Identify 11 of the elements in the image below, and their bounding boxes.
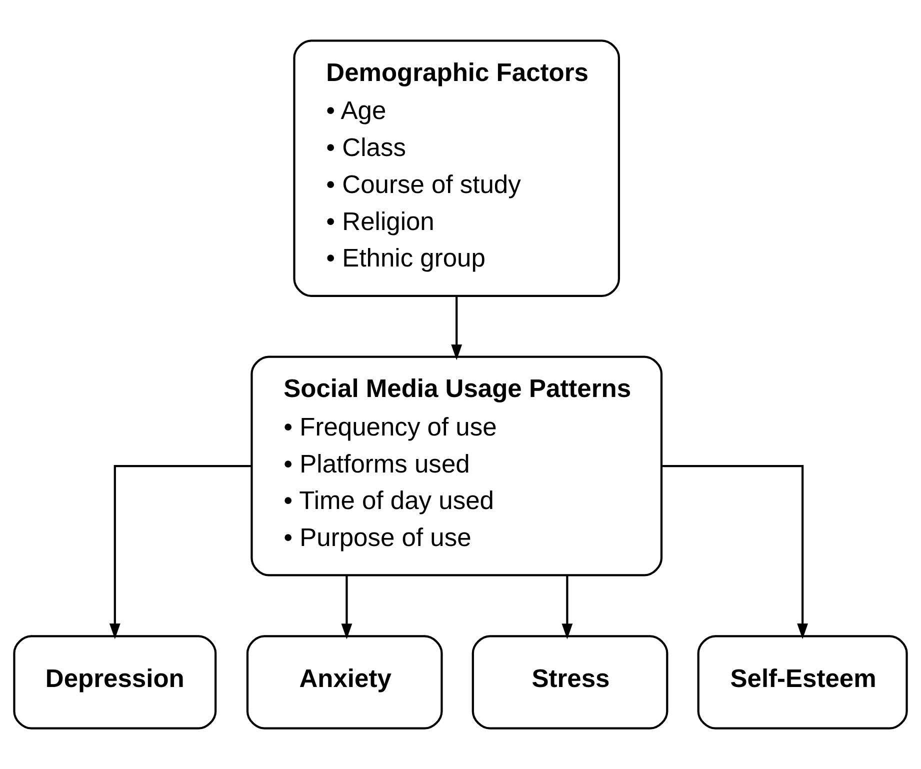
node-box: Social Media Usage Patterns • Frequency of use • Platforms used • Time of day used • Purpose of use: [250, 356, 663, 576]
arrow: [341, 575, 352, 640]
node-box: Stress: [472, 635, 668, 730]
node-box: Depression: [13, 635, 217, 730]
node-box: Anxiety: [246, 635, 443, 730]
arrow: [562, 575, 573, 640]
arrow: [451, 296, 462, 360]
node-box: Self-Esteem: [697, 635, 908, 730]
node-box: Demographic Factors • Age • Class • Course of study • Religion • Ethnic group: [293, 40, 620, 297]
arrow: [662, 464, 808, 640]
arrow: [109, 464, 252, 640]
